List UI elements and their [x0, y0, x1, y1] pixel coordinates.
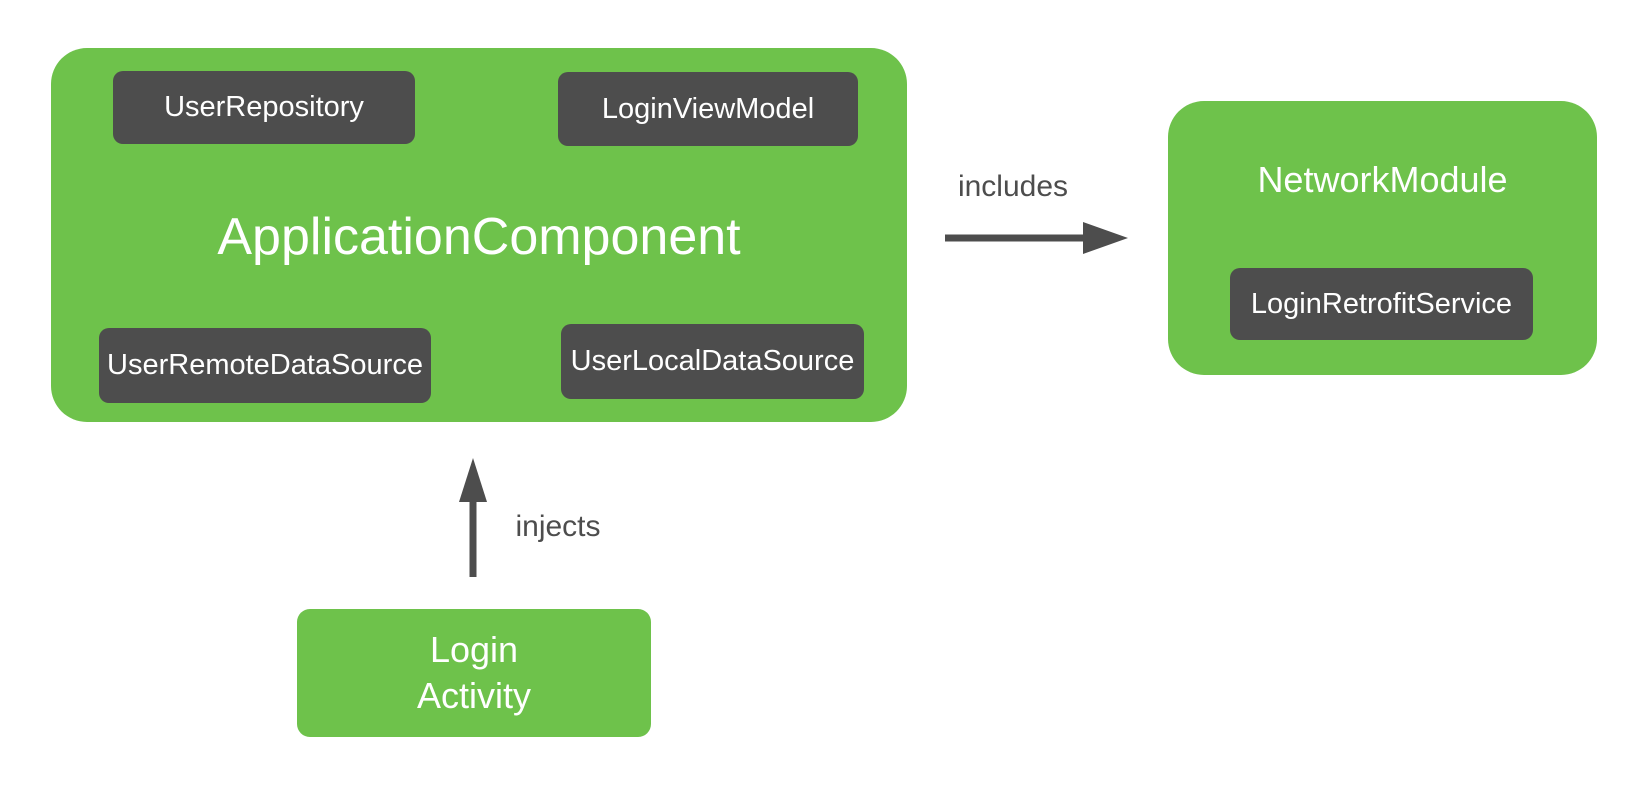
network-module-title: NetworkModule [1257, 159, 1508, 200]
login-retrofit-service-box: LoginRetrofitService [1230, 268, 1533, 340]
user-repository-box: UserRepository [113, 71, 415, 144]
user-remote-datasource-box: UserRemoteDataSource [99, 328, 431, 403]
application-component-title: ApplicationComponent [217, 208, 741, 266]
includes-arrow-icon [945, 222, 1128, 254]
injects-edge-label: injects [515, 510, 601, 543]
user-remote-datasource-label: UserRemoteDataSource [107, 349, 423, 381]
login-activity-box: Login Activity [297, 609, 651, 737]
user-repository-label: UserRepository [164, 91, 364, 123]
user-local-datasource-box: UserLocalDataSource [561, 324, 864, 399]
includes-edge-label: includes [957, 170, 1069, 203]
injects-arrow-icon [459, 458, 487, 577]
login-retrofit-service-label: LoginRetrofitService [1250, 287, 1513, 320]
login-view-model-box: LoginViewModel [558, 72, 858, 146]
login-activity-label-line2: Activity [416, 675, 531, 716]
login-activity-label-line1: Login [429, 629, 519, 670]
login-view-model-label: LoginViewModel [601, 92, 815, 125]
user-local-datasource-label: UserLocalDataSource [570, 345, 855, 377]
